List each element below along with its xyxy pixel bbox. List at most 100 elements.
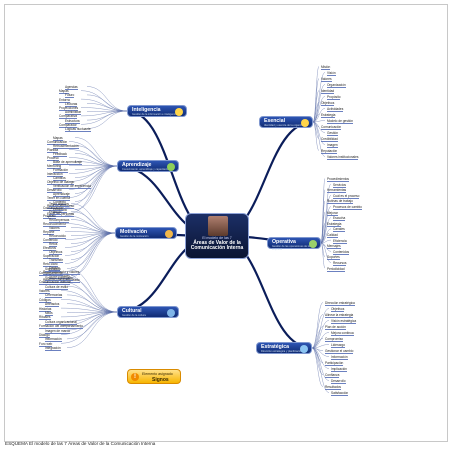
leaf-topic[interactable]: Feedback <box>53 152 67 157</box>
leaf-topic[interactable]: Herramientas <box>327 188 347 194</box>
leaf-topic[interactable]: Verificación de experiencia <box>53 184 91 189</box>
leaf-topic[interactable]: Estrategia <box>327 221 342 227</box>
leaf-topic[interactable]: Estructura <box>65 118 80 124</box>
leaf-topic[interactable]: Organización <box>327 83 346 88</box>
leaf-topic[interactable]: Cultura organizacional <box>45 319 77 325</box>
leaf-topic[interactable]: Base de aprendizaje <box>53 160 83 165</box>
branch-inteligencia[interactable]: Inteligencia Gestión de la información e… <box>127 105 187 117</box>
leaf-topic[interactable]: Escucha <box>333 216 346 222</box>
leaf-topic[interactable]: Valores <box>49 226 60 231</box>
leaf-topic[interactable]: Diálogo <box>39 333 50 338</box>
leaf-topic[interactable]: Cambios <box>53 176 66 181</box>
leaf-topic[interactable]: Tener ángulos <box>49 202 70 207</box>
leaf-topic[interactable]: Recursos <box>333 261 347 266</box>
leaf-topic[interactable]: Mensajes <box>327 244 341 250</box>
leaf-topic[interactable]: Estímulo <box>49 210 62 215</box>
leaf-topic[interactable]: Aprendizaje <box>53 192 70 197</box>
leaf-topic[interactable]: Contexto <box>53 200 66 205</box>
leaf-topic[interactable]: Formación <box>53 168 69 173</box>
leaf-topic[interactable]: Confianza <box>325 373 340 378</box>
leaf-topic[interactable]: Mejorar <box>327 210 338 216</box>
leaf-topic[interactable]: Comportamiento <box>39 271 63 277</box>
leaf-topic[interactable]: Soportes <box>327 255 340 261</box>
leaf-topic[interactable]: Actividades <box>327 107 344 112</box>
leaf-topic[interactable]: Reporte <box>43 230 55 235</box>
leaf-topic[interactable]: Periodicidad <box>327 266 345 272</box>
leaf-topic[interactable]: Visión <box>327 71 336 76</box>
leaf-topic[interactable]: Comparativa <box>59 114 78 120</box>
leaf-topic[interactable]: Información <box>331 355 348 360</box>
leaf-topic[interactable]: Símbolo significado <box>45 275 73 281</box>
leaf-topic[interactable]: Servicios <box>333 182 346 188</box>
leaf-topic[interactable]: Valores institucionales <box>327 155 359 160</box>
leaf-topic[interactable]: Modelo de gestión <box>327 119 354 124</box>
signos-note[interactable]: ! Elemento asignado Signos <box>127 369 181 384</box>
leaf-topic[interactable]: Visión estratégica <box>331 319 357 324</box>
leaf-topic[interactable]: Reconocimiento <box>43 222 66 227</box>
leaf-topic[interactable]: Objetivos <box>49 250 63 255</box>
leaf-topic[interactable]: Objetivo de diálogo <box>47 180 75 185</box>
leaf-topic[interactable]: Reconocimiento y valores <box>43 270 80 275</box>
leaf-topic[interactable]: Plantilla <box>47 148 59 153</box>
leaf-topic[interactable]: Calidad <box>327 233 338 238</box>
leaf-topic[interactable]: Participación <box>325 361 344 366</box>
leaf-topic[interactable]: Implicación <box>331 367 347 372</box>
leaf-topic[interactable]: Contenido <box>43 238 58 243</box>
leaf-topic[interactable]: Canales <box>333 227 345 233</box>
leaf-topic[interactable]: Ceremonias <box>45 293 63 299</box>
leaf-topic[interactable]: Comunicación <box>43 206 64 211</box>
leaf-topic[interactable]: Satisfacción <box>331 391 349 396</box>
leaf-topic[interactable]: Recompensas <box>49 218 70 223</box>
leaf-topic[interactable]: Alinear la estrategia <box>325 313 354 318</box>
leaf-topic[interactable]: Liderazgo <box>331 343 345 348</box>
branch-esencial[interactable]: Esencial Identidad y esencia de la organ… <box>259 116 313 128</box>
leaf-topic[interactable]: Comunicación <box>47 140 68 145</box>
branch-aprendizaje[interactable]: Aprendizaje Conocimiento, aprendizaje y … <box>117 160 179 172</box>
leaf-topic[interactable]: Historias <box>39 306 52 312</box>
leaf-topic[interactable]: Foro web <box>39 341 53 347</box>
leaf-topic[interactable]: Reto claro <box>43 262 58 267</box>
leaf-topic[interactable]: Desarrollo <box>331 379 346 384</box>
leaf-topic[interactable]: Desarrollo <box>47 188 62 193</box>
leaf-topic[interactable]: Lecturas <box>65 101 78 107</box>
leaf-topic[interactable]: Comparador <box>59 122 77 128</box>
leaf-topic[interactable]: Artefactos <box>45 302 60 308</box>
branch-estrategica[interactable]: Estratégica Dirección estratégica y plan… <box>256 342 312 354</box>
leaf-topic[interactable]: Plan de acción <box>325 325 346 330</box>
leaf-topic[interactable]: Mapas <box>59 89 69 95</box>
leaf-topic[interactable]: Procesos de cambio <box>333 205 362 210</box>
leaf-topic[interactable]: Contenidos <box>333 249 350 255</box>
leaf-topic[interactable]: Dirección estratégica <box>325 301 355 306</box>
leaf-topic[interactable]: Reconocido <box>49 234 66 239</box>
leaf-topic[interactable]: Rituales <box>39 315 51 321</box>
leaf-topic[interactable]: Retos <box>49 242 58 247</box>
leaf-topic[interactable]: Agendas <box>65 85 78 90</box>
leaf-topic[interactable]: Mitos <box>45 311 53 316</box>
leaf-topic[interactable]: Administrar <box>65 110 82 116</box>
leaf-topic[interactable]: Efectivos <box>43 246 56 251</box>
leaf-topic[interactable]: Imagen <box>327 143 338 148</box>
leaf-topic[interactable]: Transmitir <box>49 258 64 263</box>
branch-motivacion[interactable]: Motivación Gestión de la motivación <box>115 227 177 239</box>
leaf-topic[interactable]: Propósito <box>327 95 341 100</box>
leaf-topic[interactable]: Cuál es el proceso <box>333 193 360 199</box>
leaf-topic[interactable]: Mapas <box>53 136 63 141</box>
leaf-topic[interactable]: Comunicación cultural <box>39 280 71 286</box>
leaf-topic[interactable]: Interacción <box>47 172 63 177</box>
leaf-topic[interactable]: Procedimientos <box>327 177 349 182</box>
leaf-topic[interactable]: Compromiso <box>325 337 344 342</box>
leaf-topic[interactable]: Formación del comportamiento <box>39 324 83 330</box>
leaf-topic[interactable]: Significado <box>45 267 61 272</box>
leaf-topic[interactable]: Lógicas fluctuante <box>65 127 91 132</box>
branch-cultural[interactable]: Cultural Gestión de la cultura <box>117 306 179 318</box>
leaf-topic[interactable]: Proyecciones <box>59 106 79 111</box>
leaf-topic[interactable]: Rutinas de trabajo <box>327 199 353 205</box>
leaf-topic[interactable]: Eficiencia <box>333 238 347 244</box>
leaf-topic[interactable]: Integración <box>45 346 61 352</box>
leaf-topic[interactable]: Objetivos <box>331 307 345 312</box>
leaf-topic[interactable]: Empleo <box>49 266 60 271</box>
leaf-topic[interactable]: Credibilidad <box>321 137 338 142</box>
leaf-topic[interactable]: Proyecto <box>43 214 56 219</box>
branch-operativa[interactable]: Operativa Gestión de las operaciones de … <box>267 237 321 251</box>
leaf-topic[interactable]: Entorno <box>59 97 71 103</box>
